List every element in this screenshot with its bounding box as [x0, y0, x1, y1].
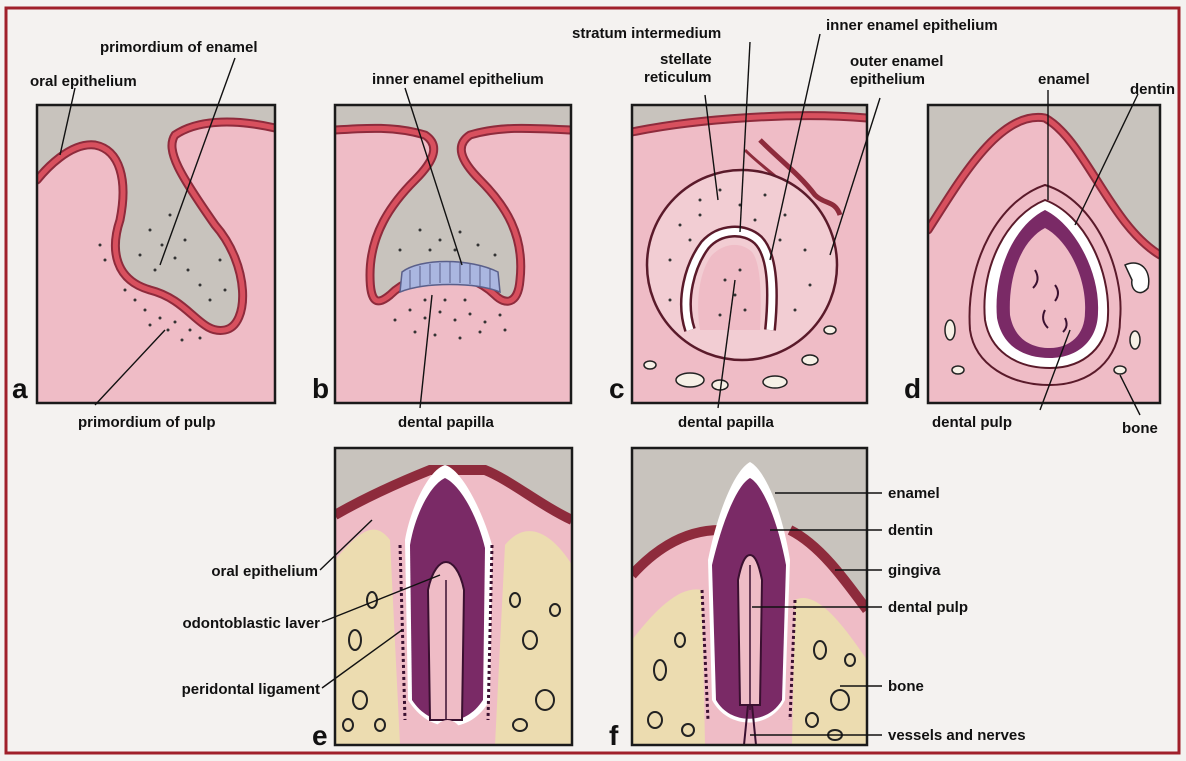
- label-d-bone: bone: [1122, 420, 1158, 437]
- label-e-odontoblastic-layer: odontoblastic laver: [182, 615, 320, 632]
- panel-b: b inner enamel epithelium dental papilla: [312, 71, 571, 431]
- label-c-stellate: stellate: [660, 51, 712, 68]
- label-c-reticulum: reticulum: [644, 69, 712, 86]
- label-d-enamel: enamel: [1038, 71, 1090, 88]
- label-c-epithelium: epithelium: [850, 71, 925, 88]
- label-d-dental-pulp: dental pulp: [932, 414, 1012, 431]
- label-f-enamel: enamel: [888, 485, 940, 502]
- label-f-dentin: dentin: [888, 522, 933, 539]
- label-c-inner-enamel-epithelium: inner enamel epithelium: [826, 17, 998, 34]
- panel-a-letter: a: [12, 373, 28, 404]
- panel-f-letter: f: [609, 720, 619, 751]
- label-c-dental-papilla: dental papilla: [678, 414, 775, 431]
- label-c-stratum-intermedium: stratum intermedium: [572, 25, 721, 42]
- panel-d-letter: d: [904, 373, 921, 404]
- label-d-dentin: dentin: [1130, 81, 1175, 98]
- panel-f: f enamel dentin gingiva dental pulp bone…: [609, 448, 1026, 751]
- label-b-inner-enamel-epithelium: inner enamel epithelium: [372, 71, 544, 88]
- label-e-periodontal-ligament: peridontal ligament: [182, 681, 320, 698]
- label-c-outer-enamel: outer enamel: [850, 53, 943, 70]
- label-f-bone: bone: [888, 678, 924, 695]
- label-f-gingiva: gingiva: [888, 562, 941, 579]
- label-f-dental-pulp: dental pulp: [888, 599, 968, 616]
- label-a-primordium-of-pulp: primordium of pulp: [78, 414, 215, 431]
- label-e-oral-epithelium: oral epithelium: [211, 563, 318, 580]
- panel-e-letter: e: [312, 720, 328, 751]
- label-b-dental-papilla: dental papilla: [398, 414, 495, 431]
- panel-d: d enamel dentin dental pulp bone: [904, 71, 1175, 437]
- label-f-vessels-and-nerves: vessels and nerves: [888, 727, 1026, 744]
- panel-a: a primordium of enamel oral epithelium p…: [12, 39, 275, 431]
- panel-b-letter: b: [312, 373, 329, 404]
- label-a-oral-epithelium: oral epithelium: [30, 73, 137, 90]
- label-a-primordium-of-enamel: primordium of enamel: [100, 39, 258, 56]
- panel-c-letter: c: [609, 373, 625, 404]
- panel-e: e oral epithelium odontoblastic laver pe…: [182, 448, 572, 751]
